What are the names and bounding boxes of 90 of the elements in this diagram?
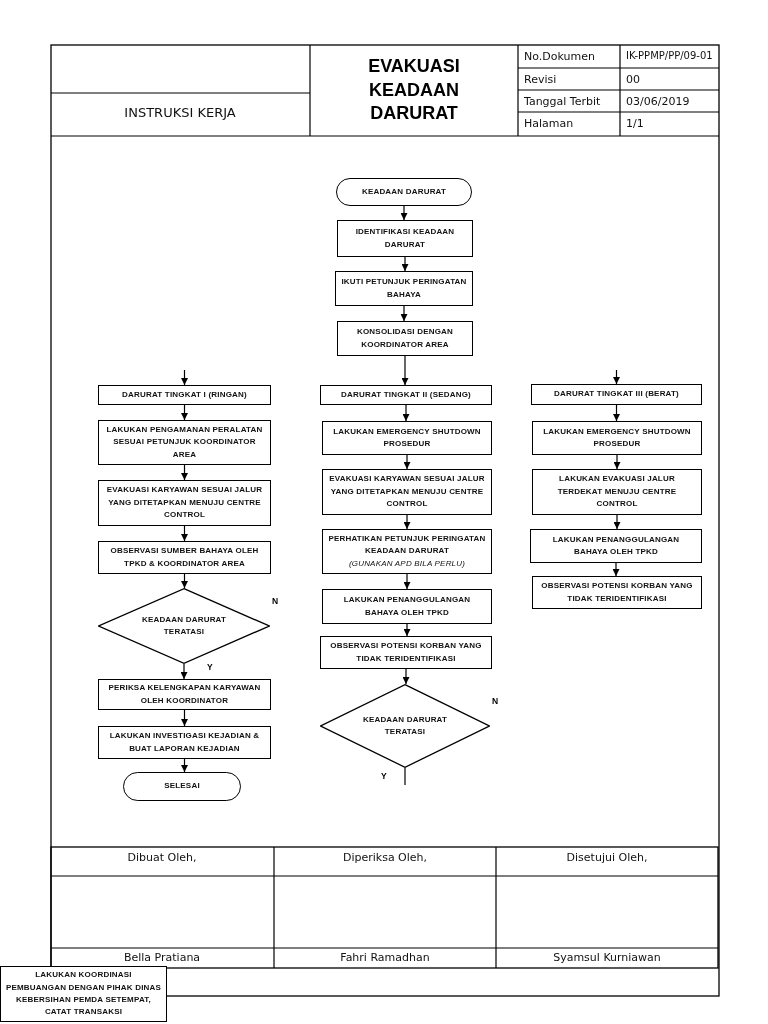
step-text: IKUTI PETUNJUK PERINGATAN BAHAYA	[340, 276, 468, 301]
arrow	[402, 404, 410, 422]
process-box	[532, 469, 702, 515]
arrow	[181, 369, 188, 386]
arrow	[613, 514, 621, 530]
step-text: OBSERVASI POTENSI KORBAN YANG TIDAK TERIDENTIFIKASI	[540, 580, 694, 605]
process-box	[98, 480, 271, 526]
step-text: DARURAT TINGKAT I (RINGAN)	[121, 388, 248, 401]
step-text: KEADAAN DARURAT	[360, 185, 448, 198]
process-box	[320, 636, 492, 669]
step-text: (GUNAKAN APD BILA PERLU)	[347, 557, 467, 570]
step-text: PERHATIKAN PETUNJUK PERINGATAN KEADAAN DARURAT	[327, 532, 487, 558]
field-value: 03/06/2019	[626, 95, 690, 108]
arrow	[181, 573, 188, 589]
process-box	[337, 220, 473, 257]
decision-text: KEADAAN DARURAT TERATASI	[361, 713, 449, 738]
step-text: DARURAT TINGKAT II (SEDANG)	[340, 388, 472, 401]
process-box	[98, 726, 271, 759]
process-box	[531, 384, 702, 405]
process-box	[98, 541, 271, 574]
document-title: EVAKUASI KEADAAN DARURAT	[367, 55, 461, 126]
step-text: DARURAT TINGKAT III (BERAT)	[553, 388, 680, 401]
step-text: IDENTIFIKASI KEADAAN DARURAT	[354, 226, 456, 251]
step-text: LAKUKAN PENANGGULANGAN BAHAYA OLEH TPKD	[551, 533, 681, 558]
arrow	[403, 623, 411, 637]
field-label: Halaman	[524, 117, 574, 130]
arrow	[180, 663, 188, 680]
step-text: LAKUKAN PENANGGULANGAN BAHAYA OLEH TPKD	[342, 594, 472, 619]
process-box	[98, 420, 271, 465]
step-text: PERIKSA KELENGKAPAN KARYAWAN OLEH KOORDINATOR	[107, 682, 262, 707]
signature-heading: Diperiksa Oleh,	[342, 851, 428, 864]
process-box	[322, 421, 492, 455]
decision-text: KEADAAN DARURAT TERATASI	[140, 613, 228, 638]
signer-name: Syamsul Kurniawan	[553, 951, 661, 964]
signature-heading: Dibuat Oleh,	[127, 851, 197, 864]
signer-name: Bella Pratiana	[123, 951, 201, 964]
field-label: Tanggal Terbit	[524, 95, 601, 108]
arrow	[403, 514, 411, 530]
process-box	[530, 529, 702, 563]
process-box	[98, 679, 271, 710]
terminal-box	[123, 772, 241, 801]
process-box	[320, 385, 492, 405]
step-text: SELESAI	[163, 780, 201, 793]
signer-name: Fahri Ramadhan	[340, 951, 430, 964]
arrow	[181, 709, 188, 727]
arrow	[612, 562, 620, 577]
arrow	[401, 355, 409, 386]
step-text: LAKUKAN KOORDINASI PEMBUANGAN DENGAN PIHAK DINAS KEBERSIHAN PEMDA SETEMPAT, CATAT TRANSAKSI	[4, 969, 163, 1019]
edge-label: Y	[380, 771, 388, 781]
step-text: LAKUKAN PENGAMANAN PERALATAN SESUAI PETUNJUK KOORDINATOR AREA	[105, 423, 264, 461]
arrow	[403, 454, 411, 470]
process-box	[322, 589, 492, 624]
step-text: KONSOLIDASI DENGAN KOORDINATOR AREA	[355, 326, 455, 351]
arrow	[613, 404, 620, 422]
terminal-box	[336, 178, 472, 206]
arrow	[613, 454, 621, 470]
process-box	[98, 385, 271, 405]
arrow	[181, 464, 188, 481]
process-box	[532, 421, 702, 455]
step-text: EVAKUASI KARYAWAN SESUAI JALUR YANG DITETAPKAN MENUJU CENTRE CONTROL	[328, 473, 486, 511]
step-text: LAKUKAN EMERGENCY SHUTDOWN PROSEDUR	[542, 425, 692, 450]
arrow	[400, 205, 408, 221]
arrow	[181, 404, 188, 421]
step-text: LAKUKAN EMERGENCY SHUTDOWN PROSEDUR	[332, 425, 482, 450]
branch-label: N	[492, 696, 499, 706]
field-value: 00	[626, 73, 640, 86]
step-text: LAKUKAN EVAKUASI JALUR TERDEKAT MENUJU CENTRE CONTROL	[556, 473, 678, 511]
field-value: 1/1	[626, 117, 644, 130]
arrow	[403, 573, 411, 590]
field-value: IK-PPMP/PP/09-01	[626, 50, 713, 61]
edge-label: Y	[206, 662, 214, 672]
process-box	[322, 469, 492, 515]
arrow	[401, 256, 409, 272]
step-text: EVAKUASI KARYAWAN SESUAI JALUR YANG DITETAPKAN MENUJU CENTRE CONTROL	[105, 484, 264, 522]
header-label: INSTRUKSI KERJA	[124, 105, 236, 120]
signature-heading: Disetujui Oleh,	[566, 851, 648, 864]
arrow	[400, 305, 408, 322]
field-label: No.Dokumen	[524, 50, 595, 63]
process-box	[322, 529, 492, 574]
step-text: OBSERVASI POTENSI KORBAN YANG TIDAK TERIDENTIFIKASI	[329, 640, 483, 665]
arrow	[181, 525, 188, 542]
step-text: OBSERVASI SUMBER BAHAYA OLEH TPKD & KOORDINATOR AREA	[109, 545, 260, 570]
arrow	[402, 668, 410, 685]
process-box	[532, 576, 702, 609]
arrow	[181, 758, 188, 773]
arrow	[613, 369, 620, 385]
field-label: Revisi	[524, 73, 557, 86]
process-box	[337, 321, 473, 356]
step-text: LAKUKAN INVESTIGASI KEJADIAN & BUAT LAPORAN KEJADIAN	[108, 730, 261, 755]
branch-label: N	[272, 596, 279, 606]
